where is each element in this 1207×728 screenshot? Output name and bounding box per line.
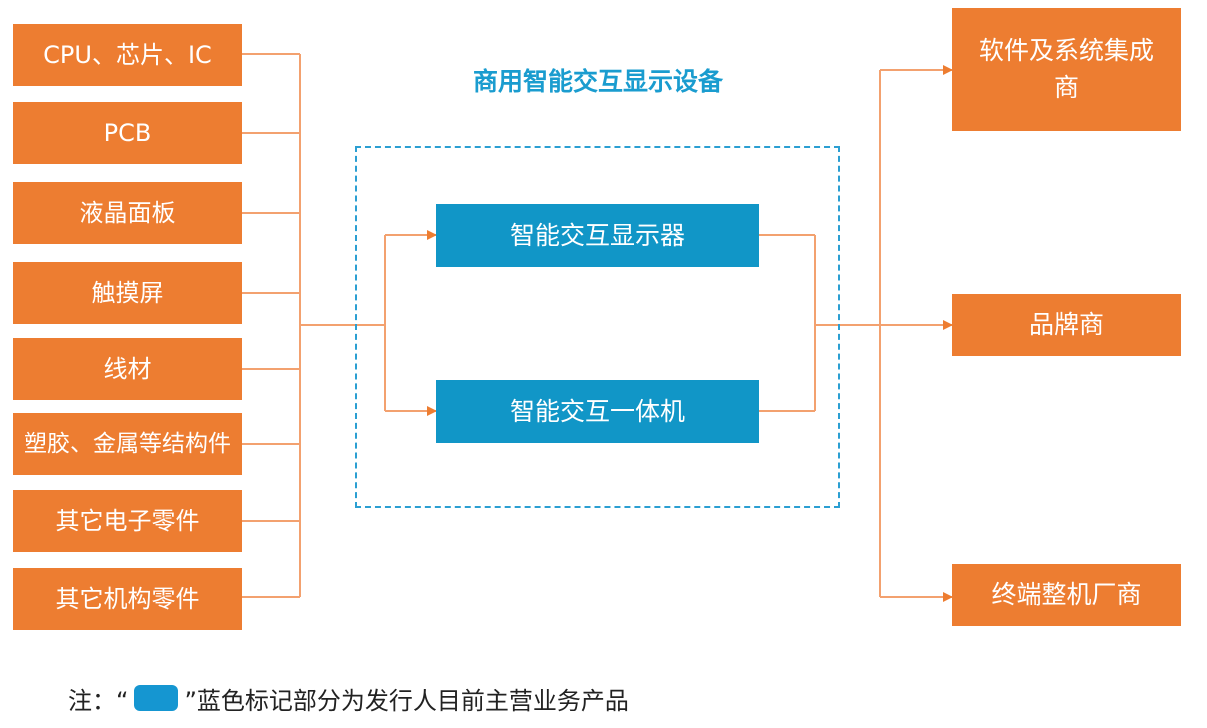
output-brand-owner: 品牌商 [952, 294, 1181, 356]
input-cpu-chip-ic: CPU、芯片、IC [13, 24, 242, 86]
input-touchscreen: 触摸屏 [13, 262, 242, 324]
input-wire: 线材 [13, 338, 242, 400]
group-title: 商用智能交互显示设备 [472, 67, 723, 96]
legend-note: 注：“ ”蓝色标记部分为发行人目前主营业务产品 [68, 681, 629, 715]
input-pcb: PCB [13, 102, 242, 164]
input-lcd-panel: 液晶面板 [13, 182, 242, 244]
output-software-system-integrator: 软件及系统集成商 [952, 8, 1181, 131]
output-connectors [759, 65, 953, 602]
input-plastic-metal-structural-parts: 塑胶、金属等结构件 [13, 413, 242, 475]
blue-legend-swatch [134, 685, 179, 711]
input-other-mechanical-parts: 其它机构零件 [13, 568, 242, 630]
legend-note-prefix: 注：“ [68, 686, 129, 715]
input-connectors [242, 53, 437, 598]
input-other-electronic-parts: 其它电子零件 [13, 490, 242, 552]
product-interactive-all-in-one: 智能交互一体机 [436, 380, 759, 443]
legend-note-text: ”蓝色标记部分为发行人目前主营业务产品 [184, 686, 629, 715]
commercial-display-device-group [355, 146, 840, 508]
product-interactive-display: 智能交互显示器 [436, 204, 759, 267]
output-terminal-manufacturer: 终端整机厂商 [952, 564, 1181, 626]
